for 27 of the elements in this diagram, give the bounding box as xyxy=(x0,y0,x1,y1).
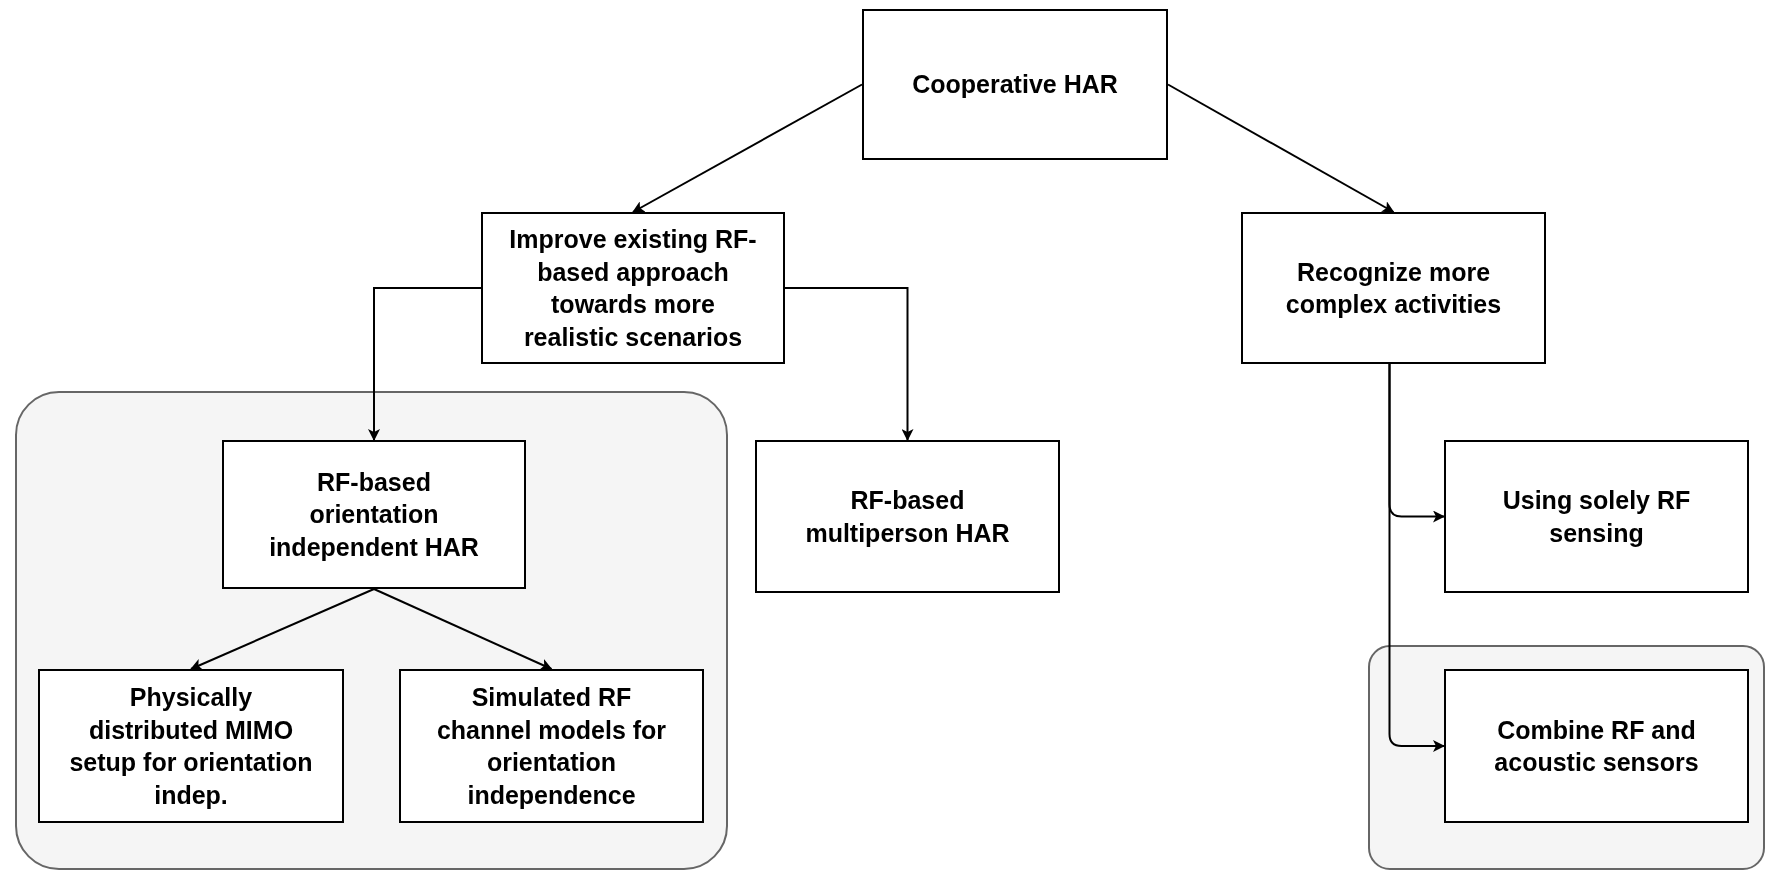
box-label: Simulated RF channel models for orientation independence xyxy=(435,682,668,811)
box-label: Combine RF and acoustic sensors xyxy=(1493,714,1700,778)
box-label: RF-based orientation independent HAR xyxy=(268,466,480,563)
box-label: Improve existing RF-based approach towards more realistic scenarios xyxy=(509,224,757,353)
process-box xyxy=(222,440,526,589)
process-box xyxy=(481,212,785,364)
process-box xyxy=(38,669,344,823)
arrow xyxy=(190,588,375,671)
arrow xyxy=(1167,83,1395,213)
process-box xyxy=(1444,669,1749,823)
box-label: Recognize more complex activities xyxy=(1284,256,1503,320)
process-box xyxy=(862,9,1168,160)
group-panel xyxy=(1368,645,1765,870)
arrow xyxy=(632,83,863,213)
arrow xyxy=(373,588,553,670)
box-label: Cooperative HAR xyxy=(912,69,1118,101)
arrow xyxy=(368,287,482,441)
box-label: Using solely RF sensing xyxy=(1501,485,1692,549)
group-panel xyxy=(15,391,728,870)
process-box xyxy=(755,440,1060,593)
box-label: Physically distributed MIMO setup for orientation indep. xyxy=(68,682,314,811)
process-box xyxy=(399,669,704,823)
arrow xyxy=(784,287,914,441)
process-box xyxy=(1241,212,1546,364)
box-label: RF-based multiperson HAR xyxy=(804,485,1011,549)
arrow xyxy=(1388,363,1445,752)
process-box xyxy=(1444,440,1749,593)
